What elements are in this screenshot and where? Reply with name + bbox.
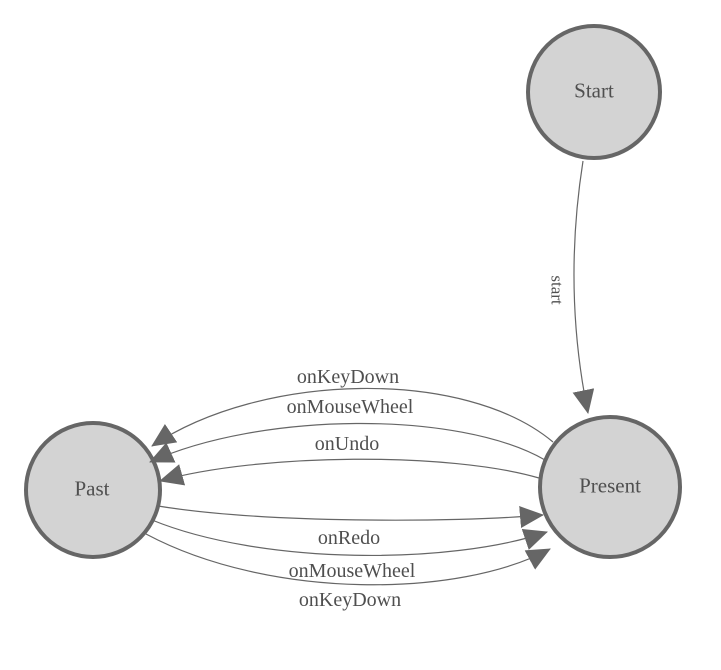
- edge-present-to-past-onmousewheel: [149, 422, 546, 463]
- edge-label-onkeydown-top: onKeyDown: [296, 366, 400, 388]
- edge-past-to-present-onredo: [157, 505, 544, 528]
- edge-label-onredo: onRedo: [317, 527, 381, 549]
- edge-label-onmousewheel-top: onMouseWheel: [286, 396, 414, 418]
- edge-label-start: start: [547, 275, 567, 305]
- node-circle-present: [538, 415, 682, 559]
- edge-past-to-present-onmousewheel: [151, 519, 548, 556]
- edge-label-onmousewheel-bottom: onMouseWheel: [288, 560, 416, 582]
- edge-start-to-present: [572, 160, 595, 414]
- node-circle-past: [24, 421, 162, 559]
- node-label-present: Present: [579, 473, 641, 498]
- node-circle-start: [526, 24, 662, 160]
- node-label-past: Past: [74, 476, 110, 501]
- edge-past-to-present-onkeydown: [145, 533, 551, 586]
- edge-present-to-past-onundo: [159, 458, 540, 486]
- node-label-start: Start: [574, 78, 614, 103]
- edge-present-to-past-onkeydown: [151, 387, 554, 447]
- edge-label-onkeydown-bottom: onKeyDown: [298, 589, 402, 611]
- edge-label-onundo: onUndo: [314, 433, 380, 455]
